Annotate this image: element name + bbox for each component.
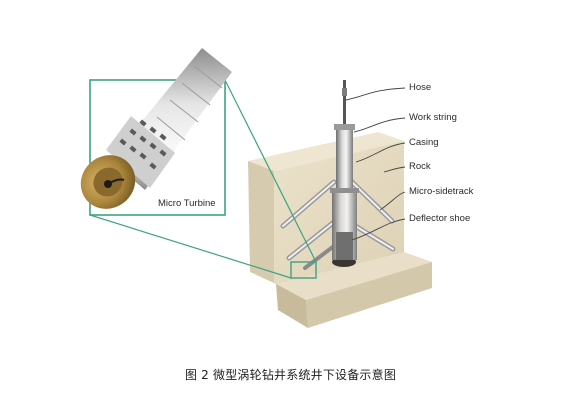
- label-hose: Hose: [409, 82, 432, 93]
- label-micro-sidetrack: Micro-sidetrack: [409, 186, 474, 197]
- work-string: [336, 126, 353, 192]
- leader-lines: [345, 87, 406, 241]
- turbine-perforated-section: [106, 116, 175, 188]
- deflector-shoe: [336, 232, 353, 260]
- callout-source-box: [290, 261, 317, 279]
- label-rock: Rock: [409, 161, 431, 172]
- hose: [343, 80, 346, 128]
- leader-deflector-shoe: [351, 218, 406, 241]
- rock-ledge-left: [276, 284, 308, 328]
- micro-sidetracks: [280, 177, 396, 270]
- leader-hose: [345, 87, 406, 101]
- leader-rock: [383, 166, 406, 173]
- rock-ledge-top: [276, 252, 432, 300]
- rock-top-face: [248, 132, 404, 171]
- figure-caption: 图 2 微型涡轮钻井系统井下设备示意图: [184, 368, 397, 382]
- label-casing: Casing: [409, 137, 439, 148]
- leader-casing: [355, 142, 406, 163]
- well-string: [330, 80, 359, 260]
- leader-work-string: [353, 117, 406, 133]
- sidetrack-active: [303, 244, 336, 270]
- label-deflector-shoe: Deflector shoe: [409, 213, 471, 224]
- rock-ledge-front: [306, 262, 432, 328]
- callout-connector-top: [224, 79, 317, 263]
- label-micro-turbine: Micro Turbine: [158, 198, 216, 209]
- leader-micro-sidetrack: [379, 191, 406, 211]
- label-work-string: Work string: [409, 112, 457, 123]
- micro-turbine: [80, 48, 232, 209]
- rock-left-face: [248, 161, 274, 283]
- callout-connector-bottom: [89, 214, 292, 279]
